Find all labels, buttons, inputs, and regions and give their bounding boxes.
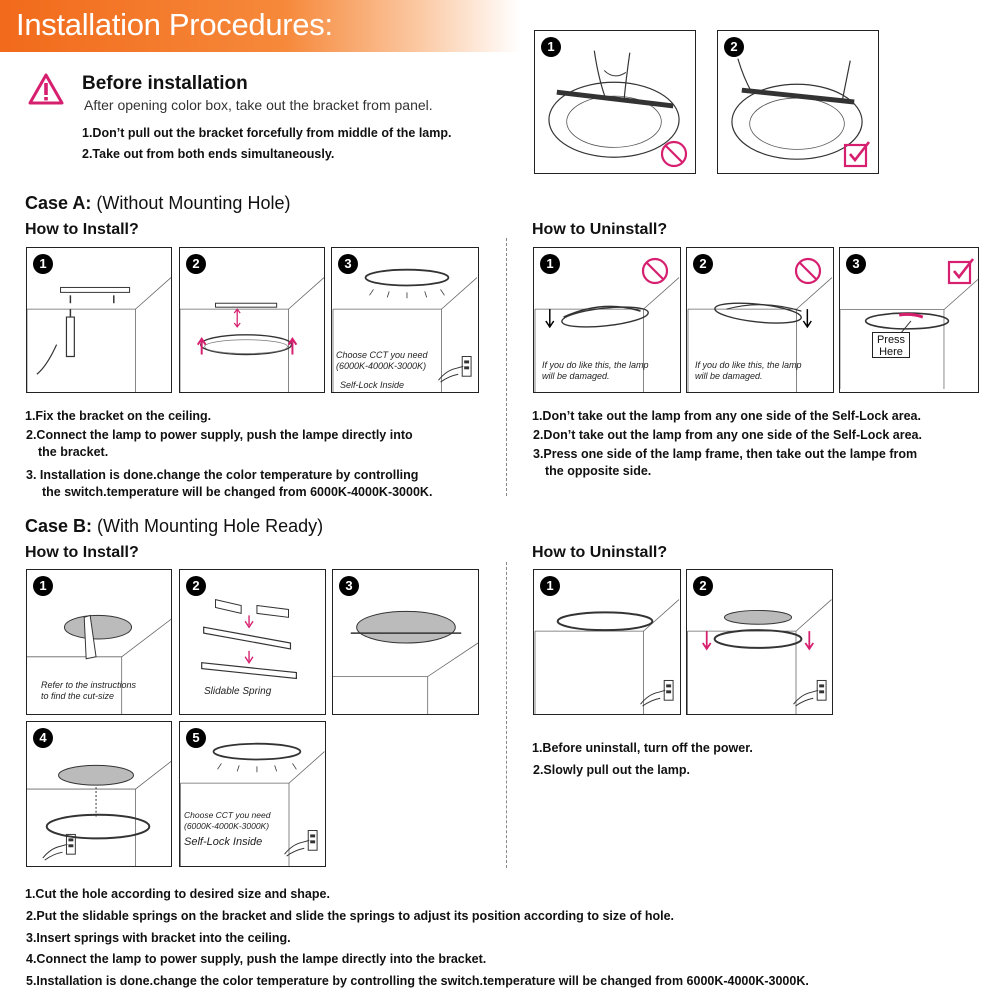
case-a-uninstall-step-3: 3.Press one side of the lamp frame, then… [533,447,918,461]
case-a-title: Case A: (Without Mounting Hole) [25,193,290,214]
case-a-uninstall-step-2: 2.Don’t take out the lamp from any one s… [533,428,922,442]
case-b-uninstall-step-2: 2.Slowly pull out the lamp. [533,763,690,777]
prohibited-icon [793,256,823,286]
case-a-note: (Without Mounting Hole) [96,193,291,213]
case-a-install-title: How to Install? [25,221,139,238]
before-installation-title: Before installation [82,73,248,94]
case-a-uninstall-panel-1: 1 If you do like this, the lamp will be … [533,247,681,393]
case-b-install-step-5: 5.Installation is done.change the color … [26,974,809,988]
case-b-uninstall-step-1: 1.Before uninstall, turn off the power. [532,741,753,755]
case-a-install-step-3: 3. Installation is done.change the color… [26,468,419,482]
case-b-install-step-3: 3.Insert springs with bracket into the c… [26,931,291,945]
prohibited-icon [640,256,670,286]
case-a-uninstall-panel-3: 3 Press Here [839,247,979,393]
step-number: 2 [186,254,206,274]
case-b-install-title: How to Install? [25,544,139,561]
before-image-2: 2 [717,30,879,174]
step-number: 2 [724,37,744,57]
step-number: 1 [540,576,560,596]
case-a-uninstall-step-1: 1.Don’t take out the lamp from any one s… [532,409,921,423]
section-divider-a [506,238,507,496]
damage-warning-caption: If you do like this, the lamp will be da… [695,360,802,381]
case-a-install-step-3b: the switch.temperature will be changed f… [42,485,433,499]
case-a-install-step-2: 2.Connect the lamp to power supply, push… [26,428,413,442]
case-b-install-step-2: 2.Put the slidable springs on the bracke… [26,909,675,923]
step-number: 2 [693,254,713,274]
step-number: 2 [693,576,713,596]
before-step-1: 1.Don’t pull out the bracket forcefully … [82,126,452,140]
step-number: 1 [540,254,560,274]
case-b-note: (With Mounting Hole Ready) [97,516,324,536]
section-divider-b [506,562,507,868]
page-title: Installation Procedures: [16,7,333,42]
case-a-label: Case A: [25,193,92,213]
case-b-install-panel-4: 4 [26,721,172,867]
step-number: 2 [186,576,206,596]
step-number: 3 [338,254,358,274]
case-a-install-panel-3: 3 Choose CCT you need (6000K-4000K-3000K… [331,247,479,393]
step-number: 1 [33,576,53,596]
case-a-install-panel-1: 1 [26,247,172,393]
case-b-uninstall-panel-2: 2 [686,569,833,715]
step-number: 1 [541,37,561,57]
before-image-1: 1 [534,30,696,174]
cct-caption: Choose CCT you need (6000K-4000K-3000K) [184,810,271,831]
case-b-title: Case B: (With Mounting Hole Ready) [25,516,323,537]
case-a-uninstall-panel-2: 2 If you do like this, the lamp will be … [686,247,834,393]
step-number: 4 [33,728,53,748]
prohibited-icon [659,139,689,169]
case-a-uninstall-title: How to Uninstall? [532,221,668,238]
cct-caption: Choose CCT you need (6000K-4000K-3000K) [336,350,428,371]
case-b-label: Case B: [25,516,93,536]
step-number: 5 [186,728,206,748]
step-number: 1 [33,254,53,274]
case-a-uninstall-step-3b: the opposite side. [545,464,652,478]
slidable-spring-caption: Slidable Spring [204,686,272,697]
case-b-install-step-4: 4.Connect the lamp to power supply, push… [26,952,487,966]
cut-size-caption: Refer to the instructions to find the cu… [41,680,137,701]
warning-icon [28,73,64,105]
checkmark-icon [946,256,976,286]
self-lock-caption: Self-Lock Inside [184,836,263,848]
case-a-install-step-2b: the bracket. [38,445,109,459]
case-b-uninstall-panel-1: 1 [533,569,681,715]
case-b-uninstall-title: How to Uninstall? [532,544,668,561]
case-a-install-panel-2: 2 [179,247,325,393]
step-number: 3 [339,576,359,596]
before-installation-subtitle: After opening color box, take out the br… [84,97,433,113]
step-number: 3 [846,254,866,274]
case-b-install-panel-2: 2 Slidable Spring [179,569,326,715]
case-b-install-panel-1: 1 Refer to the instructions to find the … [26,569,172,715]
case-b-install-panel-5: 5 Choose CCT you need (6000K-4000K-3000K… [179,721,326,867]
case-b-install-step-1: 1.Cut the hole according to desired size… [25,887,330,901]
self-lock-caption: Self-Lock Inside [340,380,405,390]
case-a-install-step-1: 1.Fix the bracket on the ceiling. [25,409,212,423]
title-banner [0,0,520,52]
checkmark-icon [842,139,872,169]
damage-warning-caption: If you do like this, the lamp will be da… [542,360,649,381]
case-b-install-panel-3: 3 [332,569,479,715]
press-here-label: Press Here [872,332,910,358]
before-step-2: 2.Take out from both ends simultaneously… [82,147,335,161]
